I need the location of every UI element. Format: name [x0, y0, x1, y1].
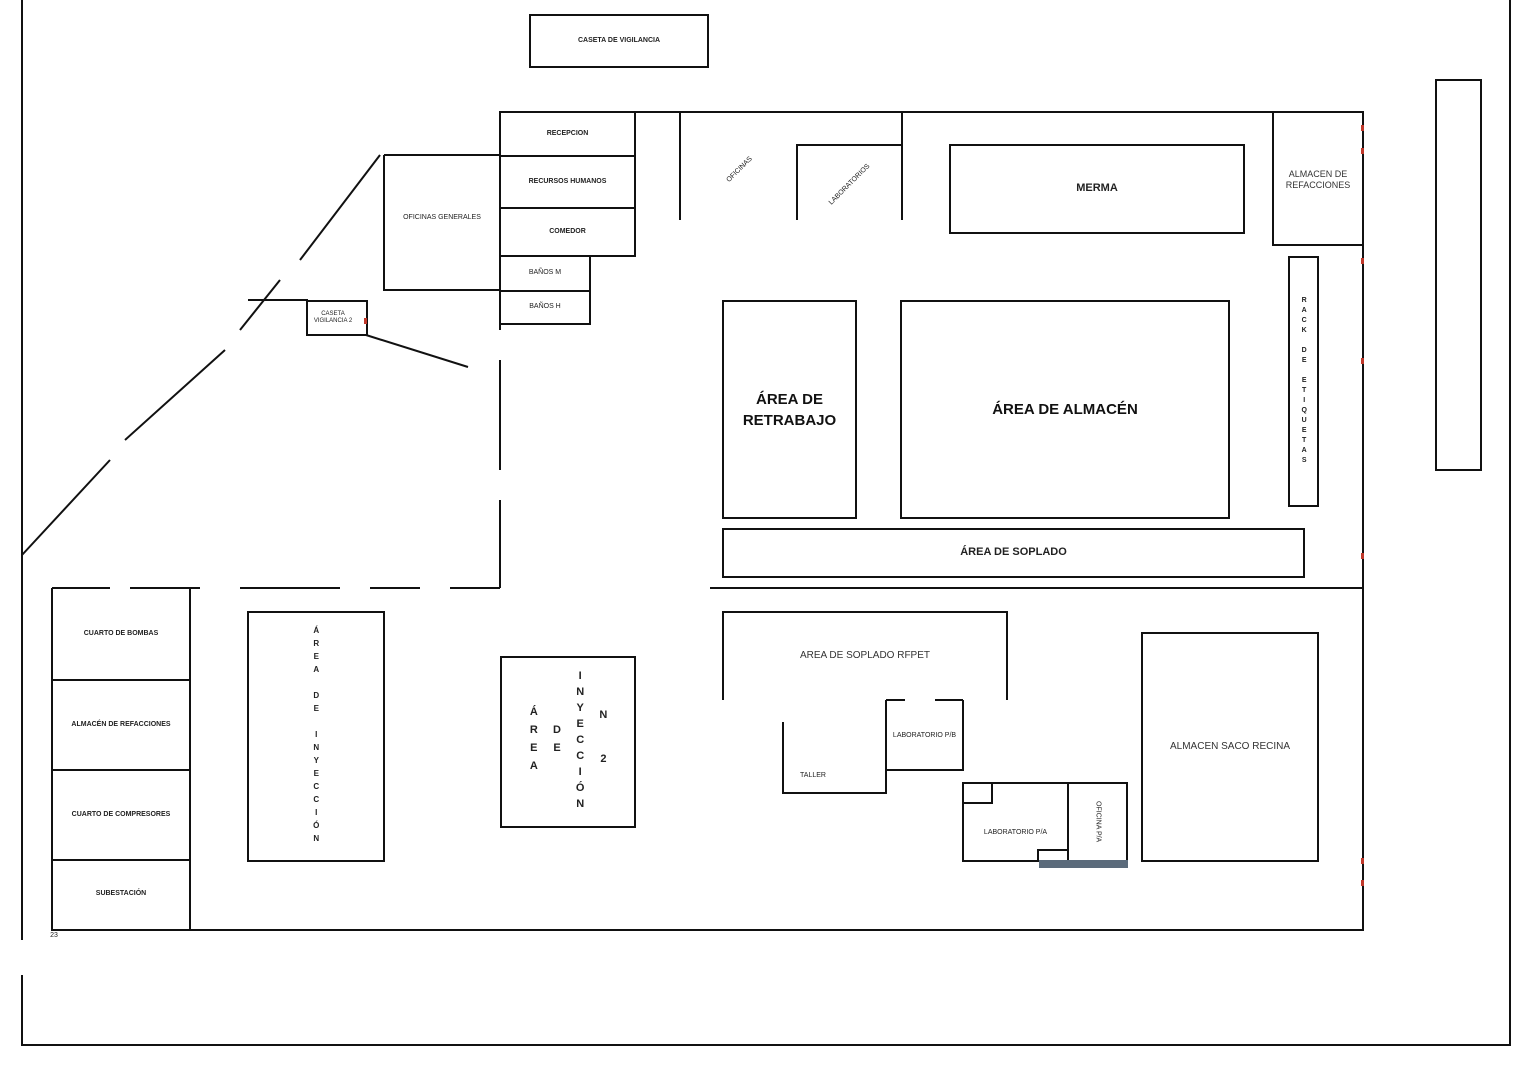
- inyeccion-box: [247, 611, 385, 862]
- oficinas-generales-label: OFICINAS GENERALES: [403, 213, 481, 221]
- inyeccion-2-word-n2: N 2: [597, 709, 610, 775]
- rack-etiquetas: RACK DE ETIQUETAS: [1289, 257, 1318, 506]
- lab-pb-box: [885, 699, 964, 771]
- merma-label: MERMA: [1076, 182, 1118, 195]
- right-bar: [1435, 79, 1482, 471]
- outer-border: [21, 0, 1511, 1046]
- recepcion: RECEPCION: [500, 112, 635, 156]
- page-number-label: 23: [50, 931, 58, 939]
- rfpet-box: [722, 611, 1008, 700]
- almacen-saco-recina-label: ALMACEN SACO RECINA: [1169, 741, 1291, 752]
- lab-pa-inner2: [1037, 849, 1069, 862]
- area-soplado-label: ÁREA DE SOPLADO: [960, 546, 1067, 559]
- area-retrabajo-label: ÁREA DE RETRABAJO: [742, 390, 837, 429]
- area-retrabajo: ÁREA DE RETRABAJO: [723, 301, 856, 518]
- retrabajo-box: [722, 300, 857, 519]
- recursos-humanos: RECURSOS HUMANOS: [500, 156, 635, 208]
- banos-h: BAÑOS H: [500, 291, 590, 324]
- rack-box: [1288, 256, 1319, 507]
- merma: MERMA: [950, 145, 1244, 233]
- oficinas-generales: OFICINAS GENERALES: [384, 200, 500, 236]
- inyeccion-2-box: [500, 656, 636, 828]
- almacen-ref-top-box: [1272, 112, 1363, 246]
- caseta-vigilancia-2: CASETA VIGILANCIA 2: [307, 301, 359, 335]
- area-almacen-label: ÁREA DE ALMACÉN: [992, 401, 1138, 418]
- oficinas-generales-box: [383, 154, 500, 291]
- caseta-box: [529, 14, 709, 68]
- subestacion: SUBESTACIÓN: [52, 860, 190, 928]
- rack-etiquetas-label: RACK DE ETIQUETAS: [1300, 296, 1308, 467]
- almacen-refacciones: ALMACÉN DE REFACCIONES: [52, 680, 190, 770]
- oficina-pa: OFICINA P/A: [1068, 783, 1127, 861]
- almacen-saco-recina: ALMACEN SACO RECINA: [1142, 633, 1318, 861]
- area-almacen: ÁREA DE ALMACÉN: [901, 301, 1229, 518]
- laboratorio-pa: LABORATORIO P/A: [963, 822, 1068, 844]
- laboratorio-pb: LABORATORIO P/B: [886, 725, 963, 747]
- diagonal-wall: [21, 154, 381, 556]
- comedor: COMEDOR: [500, 208, 635, 256]
- cuarto-bombas-label: CUARTO DE BOMBAS: [83, 629, 159, 637]
- taller-box: [782, 722, 887, 794]
- accent-bar: [1039, 860, 1128, 868]
- inyeccion-2-word-de: DE: [551, 724, 563, 760]
- area-soplado-rfpet-label: AREA DE SOPLADO RFPET: [799, 650, 931, 661]
- cuarto-bombas: CUARTO DE BOMBAS: [52, 588, 190, 680]
- area-inyeccion-label: ÁREA DE INYECCIÓN: [311, 626, 321, 847]
- inyeccion-2-word-area: ÁREA: [527, 706, 540, 778]
- guard-line: [248, 299, 469, 368]
- banos-m: BAÑOS M: [500, 256, 590, 291]
- recursos-humanos-label: RECURSOS HUMANOS: [528, 177, 607, 185]
- area-inyeccion: ÁREA DE INYECCIÓN: [248, 612, 384, 861]
- subestacion-label: SUBESTACIÓN: [95, 889, 147, 897]
- inyeccion-2-word-inyeccion: INYECCIÓN: [574, 670, 587, 814]
- area-soplado: ÁREA DE SOPLADO: [723, 529, 1304, 577]
- laboratorio-pa-label: LABORATORIO P/A: [983, 828, 1048, 836]
- almacen-box: [900, 300, 1230, 519]
- page-number: 23: [44, 929, 64, 943]
- oficinas-label: OFICINAS: [725, 155, 754, 184]
- cuarto-compresores: CUARTO DE COMPRESORES: [52, 770, 190, 860]
- merma-box: [949, 144, 1245, 234]
- taller: TALLER: [783, 766, 843, 786]
- almacen-refacciones-top: ALMACEN DE REFACCIONES: [1273, 150, 1363, 210]
- caseta-vigilancia-2-label: CASETA VIGILANCIA 2: [313, 310, 353, 324]
- caseta-vigilancia-label: CASETA DE VIGILANCIA: [577, 36, 661, 44]
- room-banos-h-box: [499, 290, 591, 325]
- laboratorio-pb-label: LABORATORIO P/B: [892, 731, 957, 739]
- laboratorios-walls: [796, 112, 903, 220]
- almacen-refacciones-label: ALMACÉN DE REFACCIONES: [71, 720, 171, 728]
- caseta-vigilancia: CASETA DE VIGILANCIA: [530, 15, 708, 67]
- area-inyeccion-2: ÁREA DE INYECCIÓN N 2: [501, 657, 635, 827]
- recepcion-label: RECEPCION: [546, 129, 589, 137]
- saco-box: [1141, 632, 1319, 862]
- service-rooms: [51, 588, 191, 930]
- cuarto-compresores-label: CUARTO DE COMPRESORES: [71, 810, 171, 818]
- banos-h-label: BAÑOS H: [529, 303, 561, 311]
- almacen-refacciones-top-label: ALMACEN DE REFACCIONES: [1285, 169, 1351, 190]
- banos-m-label: BAÑOS M: [528, 269, 562, 277]
- area-soplado-rfpet: AREA DE SOPLADO RFPET: [723, 640, 1007, 672]
- soplado-box: [722, 528, 1305, 578]
- lab-pa-inner: [962, 782, 993, 804]
- taller-label: TALLER: [800, 771, 826, 779]
- comedor-label: COMEDOR: [549, 227, 586, 235]
- oficina-pa-label: OFICINA P/A: [1094, 801, 1102, 843]
